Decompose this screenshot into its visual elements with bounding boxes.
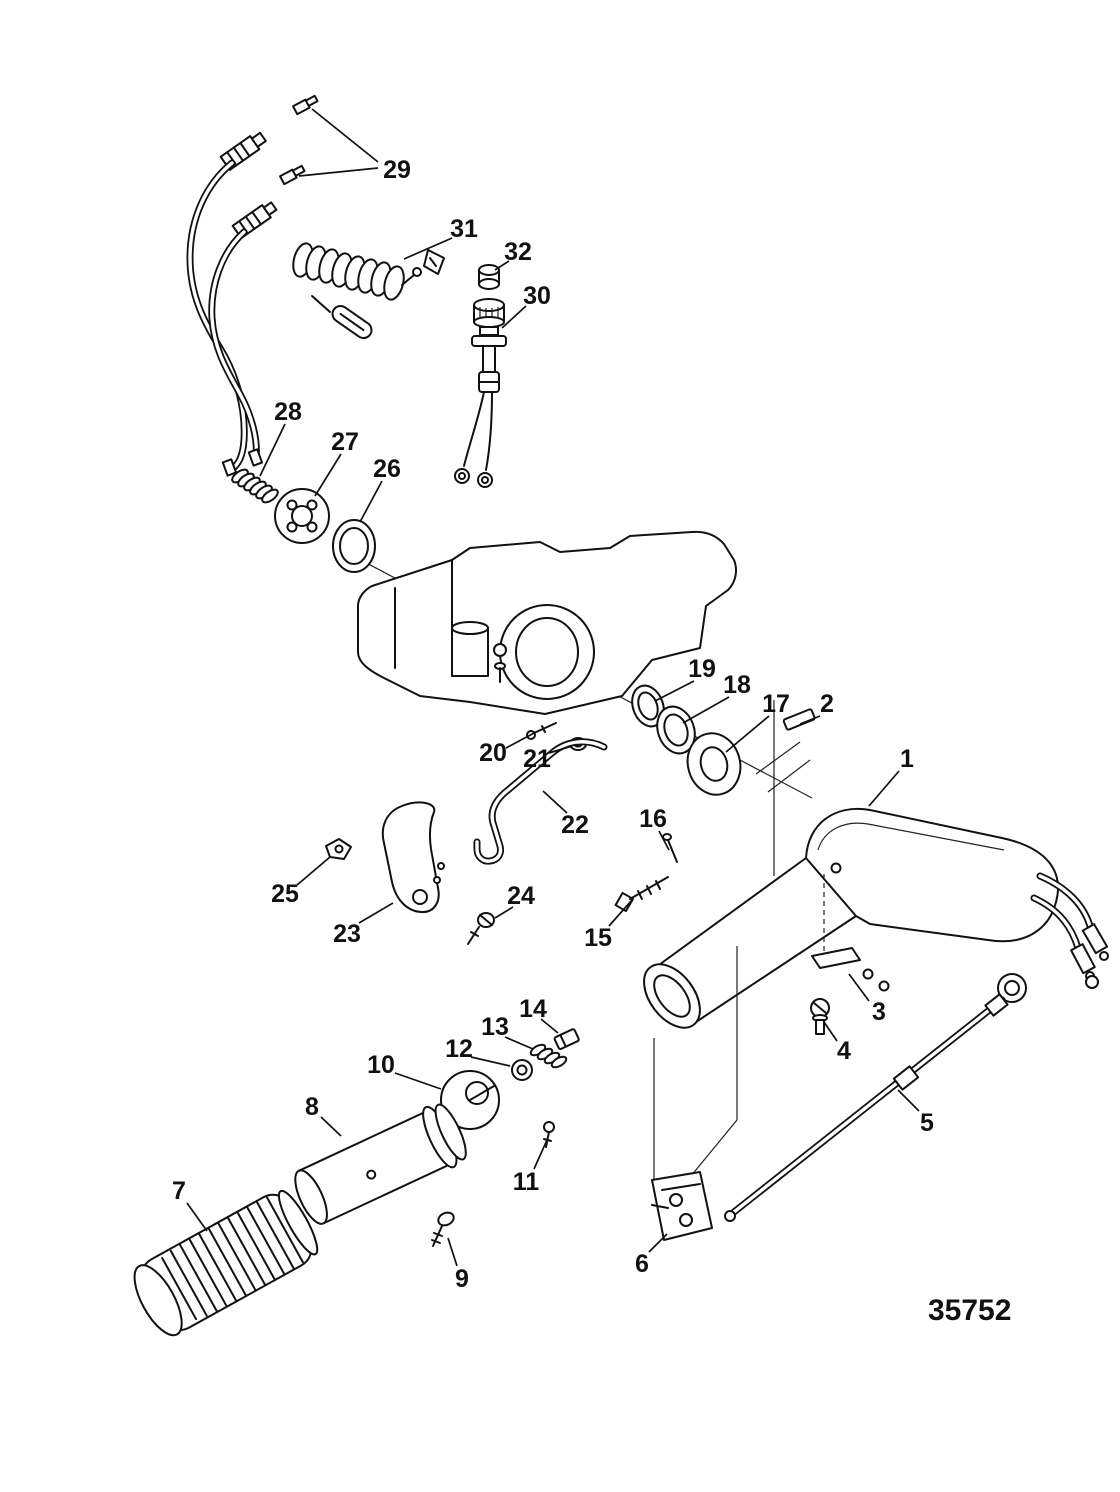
callout-15: 15 xyxy=(584,899,633,952)
callout-label: 6 xyxy=(635,1250,649,1278)
callout-label: 11 xyxy=(513,1168,540,1196)
clip-nut xyxy=(325,838,352,860)
callout-10: 10 xyxy=(367,1051,442,1090)
callout-label: 25 xyxy=(271,880,299,908)
cable-screws xyxy=(279,94,319,186)
callout-31: 31 xyxy=(403,215,478,260)
callout-label: 21 xyxy=(523,745,551,773)
callout-label: 32 xyxy=(504,238,532,266)
swivel-bracket xyxy=(357,530,737,715)
callout-24: 24 xyxy=(494,882,535,919)
callout-2: 2 xyxy=(799,690,834,725)
callout-17: 17 xyxy=(725,690,790,753)
seal-rings xyxy=(631,684,742,796)
callout-3: 3 xyxy=(848,973,886,1026)
callout-label: 3 xyxy=(872,998,886,1026)
callout-16: 16 xyxy=(639,805,670,851)
callout-22: 22 xyxy=(542,790,589,839)
detent-hardware xyxy=(511,1028,580,1081)
callout-label: 29 xyxy=(383,156,411,184)
callout-label: 28 xyxy=(274,398,302,426)
callout-21: 21 xyxy=(523,745,573,773)
callout-19: 19 xyxy=(654,655,716,702)
bolt-and-pin xyxy=(614,833,678,913)
callout-label: 23 xyxy=(333,920,361,948)
callout-label: 2 xyxy=(820,690,834,718)
callout-29: 29 xyxy=(298,108,411,184)
callout-18: 18 xyxy=(682,671,751,724)
cam-screw xyxy=(543,1121,555,1148)
figure-number: 35752 xyxy=(928,1294,1011,1327)
callout-9: 9 xyxy=(447,1237,469,1293)
callout-label: 8 xyxy=(305,1093,319,1121)
callout-label: 14 xyxy=(519,995,547,1023)
callout-32: 32 xyxy=(494,238,532,271)
callout-label: 10 xyxy=(367,1051,395,1079)
callout-label: 5 xyxy=(920,1109,934,1137)
callout-label: 15 xyxy=(584,924,612,952)
callout-label: 17 xyxy=(762,690,790,718)
callout-label: 19 xyxy=(688,655,716,683)
callout-5: 5 xyxy=(897,1089,934,1137)
callout-label: 20 xyxy=(479,739,507,767)
cable-spring xyxy=(231,468,279,504)
tiller-housing xyxy=(643,807,1109,1029)
callout-label: 30 xyxy=(523,282,551,310)
handle-tube xyxy=(294,1103,467,1225)
callout-27: 27 xyxy=(314,428,359,497)
callout-label: 16 xyxy=(639,805,667,833)
stop-switch xyxy=(454,298,507,488)
control-cables xyxy=(186,131,278,477)
callout-11: 11 xyxy=(513,1139,548,1196)
callout-label: 18 xyxy=(723,671,751,699)
dowel-pin xyxy=(773,700,816,876)
callout-label: 27 xyxy=(331,428,359,456)
shift-lever xyxy=(381,801,445,914)
reference-lines xyxy=(653,946,738,1183)
callout-23: 23 xyxy=(333,902,394,948)
anchor-plate xyxy=(274,488,330,544)
housing-screw xyxy=(810,998,830,1035)
callout-30: 30 xyxy=(501,282,551,329)
callout-1: 1 xyxy=(868,745,914,807)
callout-26: 26 xyxy=(359,455,401,523)
bezel-ring xyxy=(332,519,376,573)
callouts: 29 31 32 30 28 27 26 19 xyxy=(172,108,934,1293)
callout-label: 13 xyxy=(481,1013,509,1041)
callout-label: 9 xyxy=(455,1265,469,1293)
callout-label: 26 xyxy=(373,455,401,483)
callout-12: 12 xyxy=(445,1035,511,1067)
callout-20: 20 xyxy=(479,731,537,767)
lever-screw xyxy=(467,912,495,945)
callout-14: 14 xyxy=(519,995,559,1034)
callout-label: 1 xyxy=(900,745,914,773)
retainer-plate xyxy=(811,947,890,992)
callout-13: 13 xyxy=(481,1013,534,1050)
cable-bracket xyxy=(651,1171,713,1241)
callout-label: 31 xyxy=(450,215,478,243)
switch-cap xyxy=(478,264,500,290)
steering-link-rod xyxy=(724,993,1009,1222)
callout-label: 22 xyxy=(561,811,589,839)
callout-4: 4 xyxy=(823,1021,851,1065)
callout-label: 4 xyxy=(837,1037,851,1065)
lanyard-coil xyxy=(292,242,445,340)
grip-screw xyxy=(431,1211,455,1247)
handle-grip xyxy=(133,1189,319,1337)
callout-label: 7 xyxy=(172,1177,186,1205)
callout-6: 6 xyxy=(635,1233,668,1278)
callout-label: 24 xyxy=(507,882,535,910)
callout-8: 8 xyxy=(305,1093,342,1137)
callout-25: 25 xyxy=(271,856,331,908)
callout-7: 7 xyxy=(172,1177,208,1232)
callout-label: 12 xyxy=(445,1035,473,1063)
throttle-cam xyxy=(440,1070,500,1130)
shift-link xyxy=(473,738,608,865)
callout-28: 28 xyxy=(259,398,302,477)
